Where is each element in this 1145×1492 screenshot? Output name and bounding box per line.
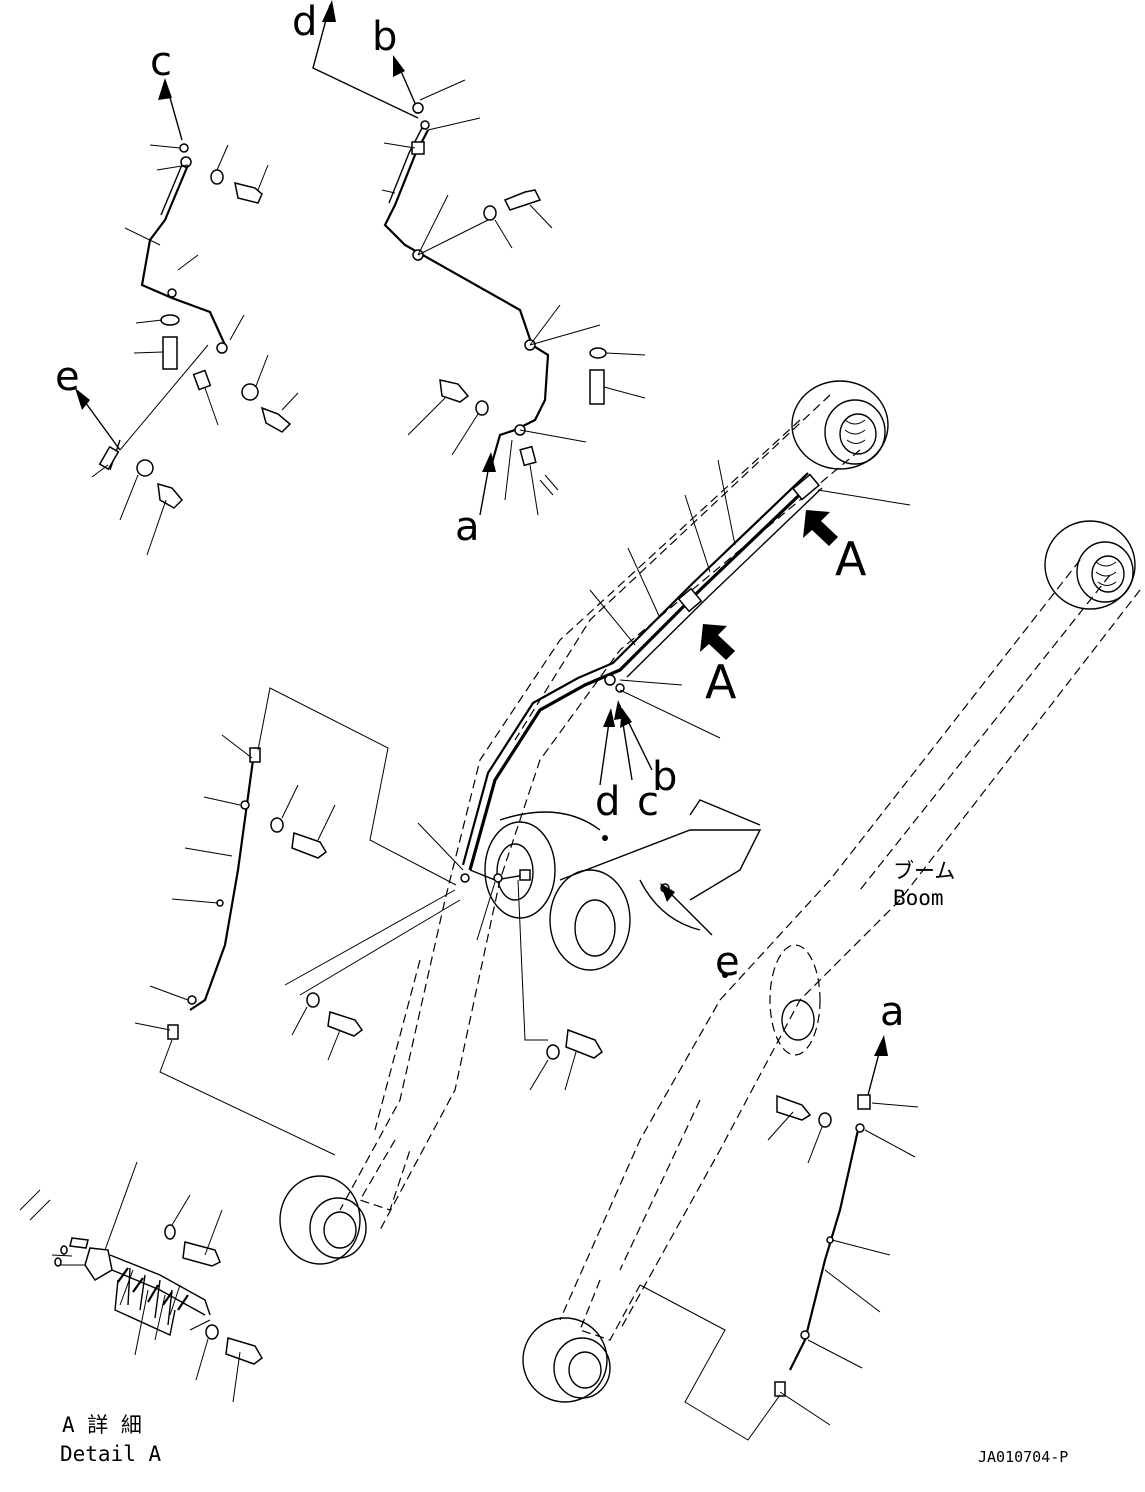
detail-label-en: Detail A <box>60 1442 162 1466</box>
main-hose-assembly <box>460 472 823 883</box>
tube-assembly-left <box>134 687 457 1156</box>
boom-label-jp: ブーム <box>893 859 955 883</box>
tube-assembly-c <box>75 78 299 556</box>
callout-a-top: a <box>455 504 480 550</box>
boom-right-mid-boss <box>769 944 821 1056</box>
boom-right-arm <box>559 559 1141 1341</box>
callout-c-mid: c <box>637 779 659 825</box>
callout-A-lower: A <box>705 655 737 709</box>
boom-top-right-boss <box>1044 520 1136 610</box>
boom-bottom-left-boss <box>279 1175 367 1265</box>
detail-label-jp: A 詳 細 <box>62 1413 142 1437</box>
callout-b-top: b <box>372 14 397 60</box>
callout-a-right: a <box>880 989 905 1035</box>
center-lower-bolts <box>284 879 603 1091</box>
drawing-code: JA010704-P <box>978 1448 1068 1466</box>
boom-top-left-boss <box>791 380 889 470</box>
detail-a-arrow-lower <box>700 624 735 660</box>
callout-e-left: e <box>55 354 80 400</box>
callout-c-top: c <box>150 39 172 85</box>
callout-d-mid: d <box>595 779 620 825</box>
callout-d-top: d <box>292 0 317 45</box>
main-hose-leaders <box>417 459 911 941</box>
boom-label-en: Boom <box>893 886 944 910</box>
detail-a-arrow-upper <box>803 510 838 546</box>
boom-callout-arrows <box>599 700 713 936</box>
tube-assembly-right <box>639 1035 919 1441</box>
detail-a-view <box>19 1161 263 1403</box>
callout-b-mid: b <box>652 754 677 800</box>
callout-e-mid: e <box>715 939 740 985</box>
callout-A-upper: A <box>835 532 867 586</box>
boom-cross-tube <box>484 799 762 978</box>
boom-bottom-right-boss <box>522 1317 611 1403</box>
tube-assembly-b <box>312 0 646 516</box>
